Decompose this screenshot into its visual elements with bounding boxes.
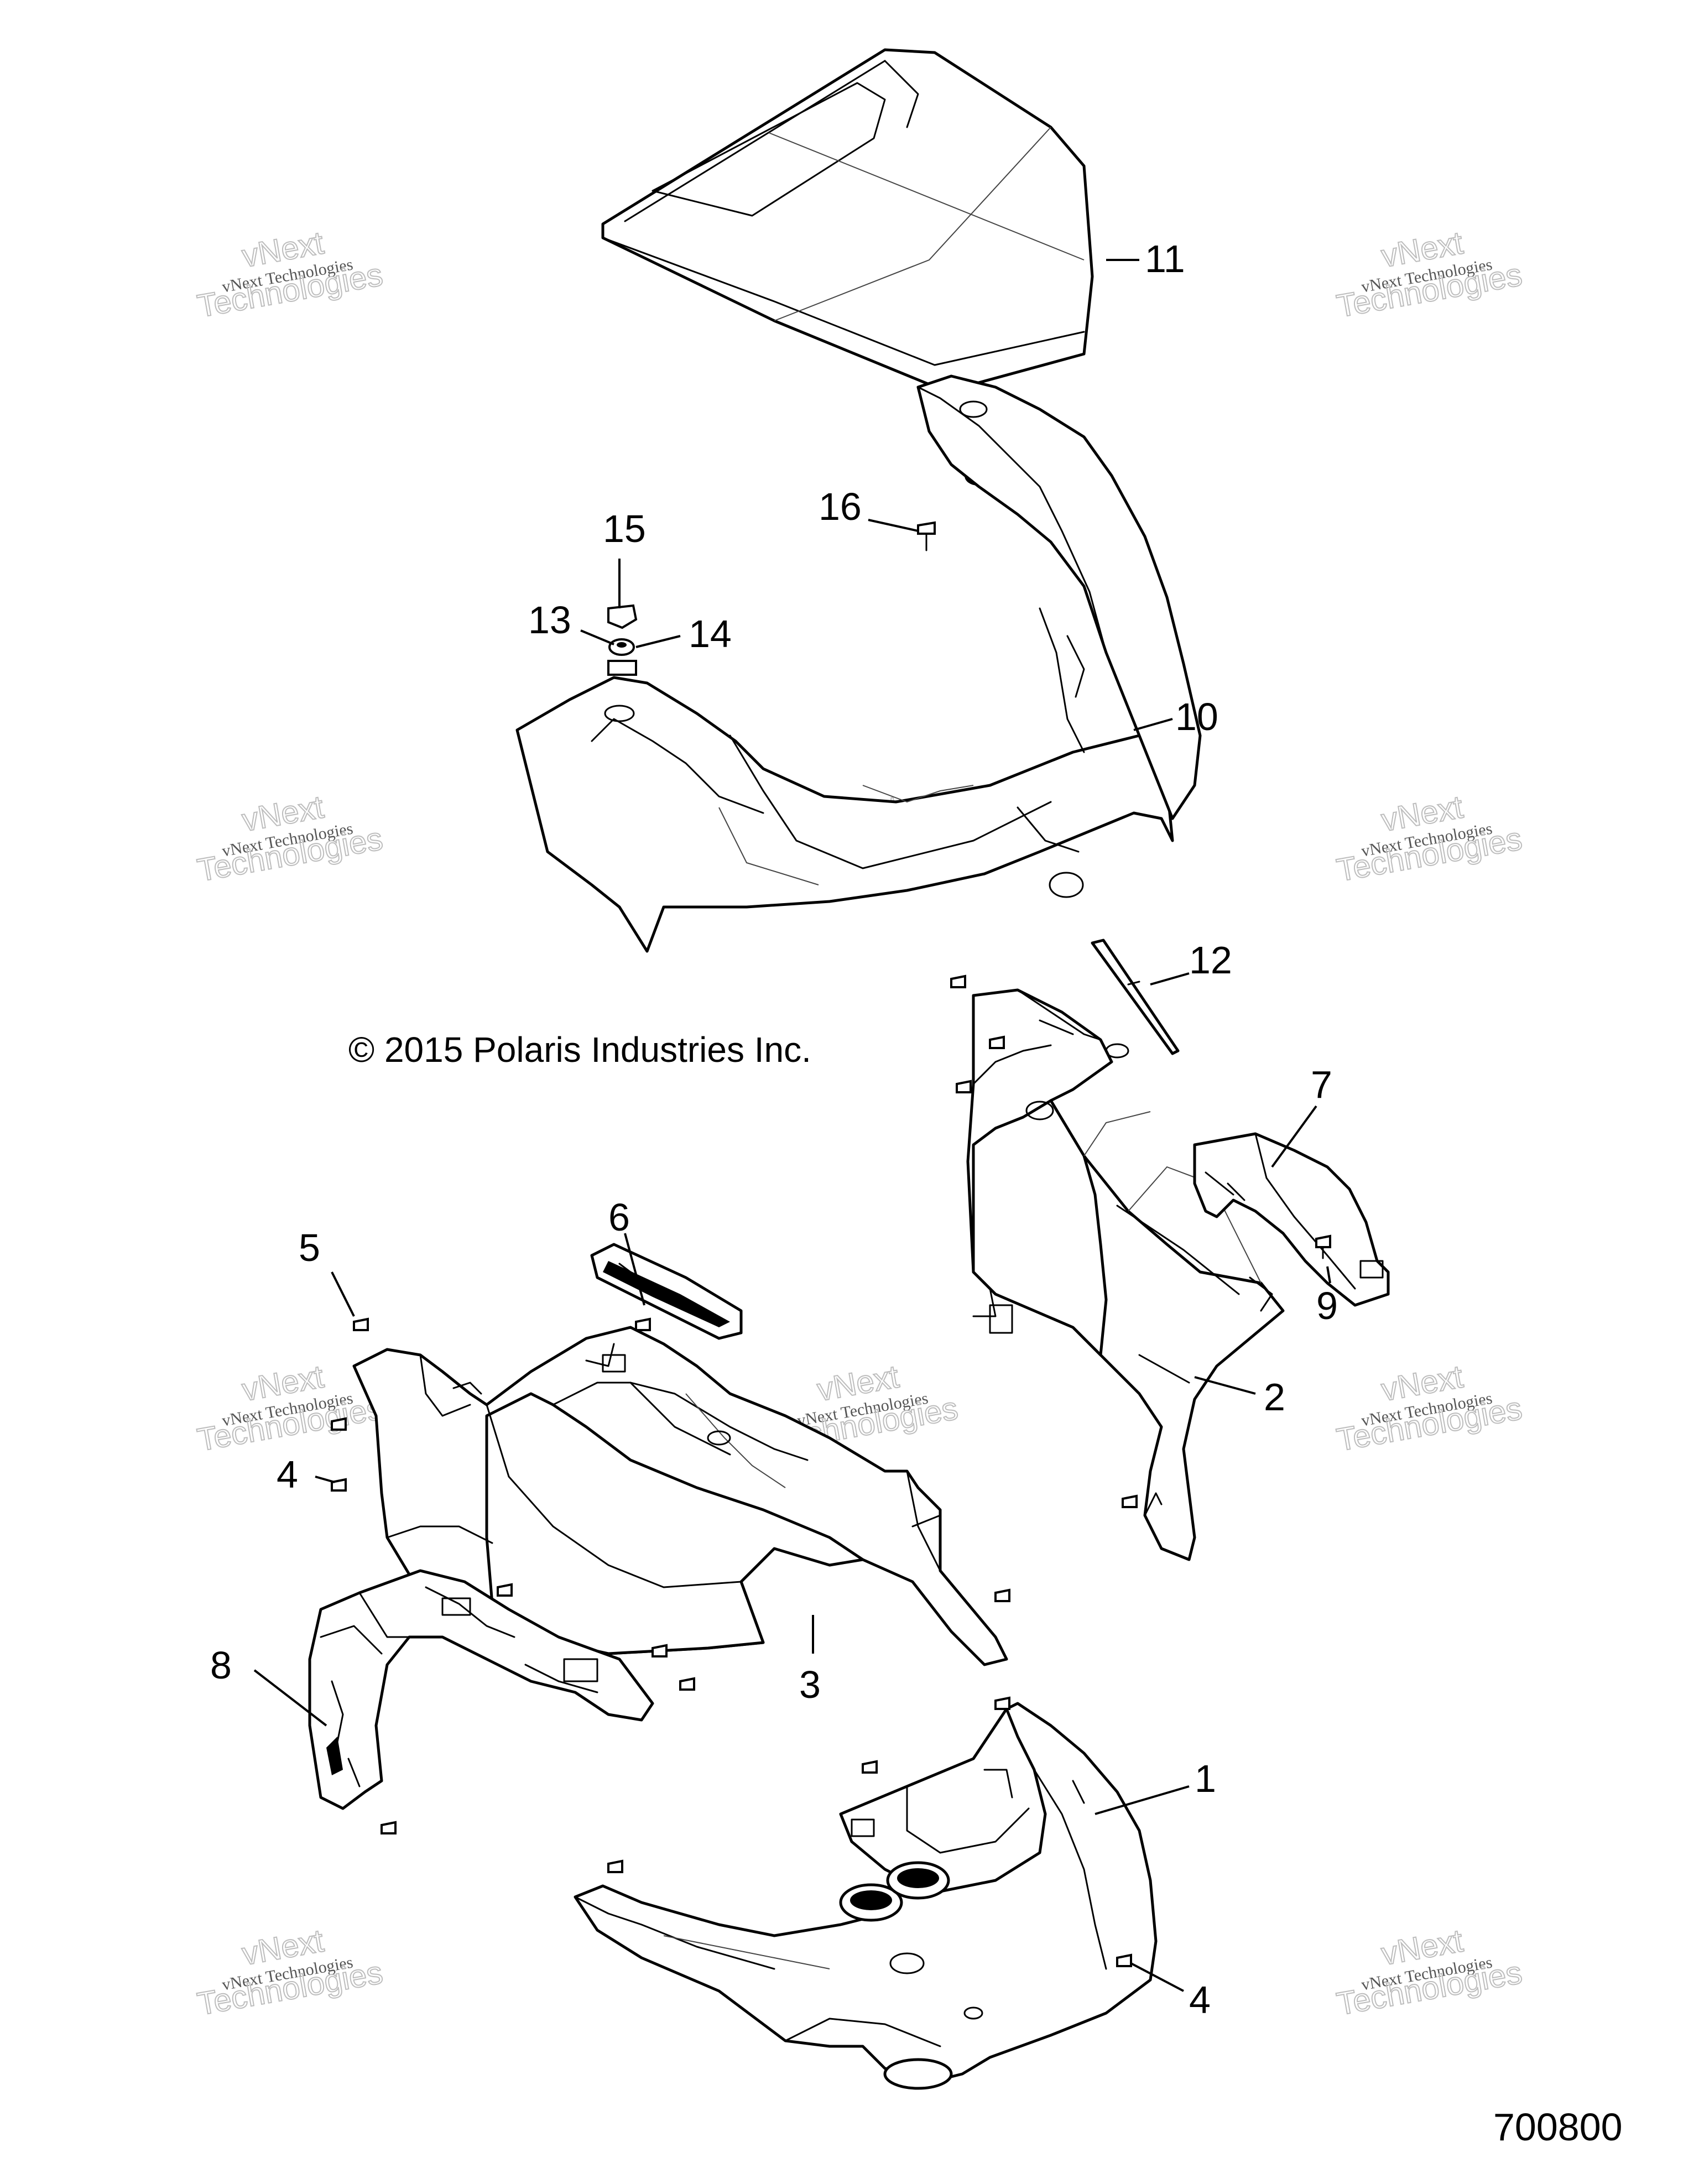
part-bracket-strip <box>1091 939 1180 1055</box>
part-floor-console <box>574 1702 1158 2090</box>
watermark: vNext vNext Technologies Technologies <box>1333 788 1525 889</box>
floor-fasteners <box>607 1696 1132 1967</box>
watermark: vNext vNext Technologies Technologies <box>194 788 386 889</box>
callout-11: 11 <box>1145 237 1185 280</box>
watermark: vNext vNext Technologies Technologies <box>194 224 386 325</box>
dash-fasteners <box>950 974 1138 1508</box>
part-side-bracket <box>1193 1132 1390 1307</box>
callout-5: 5 <box>299 1226 320 1269</box>
callout-8: 8 <box>210 1644 232 1687</box>
callout-16: 16 <box>819 485 862 528</box>
callout-15: 15 <box>603 507 646 550</box>
part-dash-panel <box>966 988 1285 1561</box>
callout-1: 1 <box>1195 1757 1216 1800</box>
diagram-id: 700800 <box>1493 2105 1623 2149</box>
callouts: 11 10 16 15 13 14 12 7 9 2 6 5 4 3 8 1 4 <box>210 237 1338 2021</box>
callout-4a: 4 <box>277 1453 298 1496</box>
part-left-fender <box>308 1569 654 1810</box>
callout-3: 3 <box>799 1663 821 1706</box>
callout-12: 12 <box>1189 939 1232 982</box>
watermark: vNext vNext Technologies Technologies <box>1333 1358 1525 1458</box>
callout-4b: 4 <box>1189 1978 1211 2021</box>
fender-fastener <box>381 1821 397 1834</box>
part-clip <box>1315 1234 1331 1259</box>
leader-lines <box>253 259 1331 1992</box>
copyright-notice: © 2015 Polaris Industries Inc. <box>348 1030 811 1070</box>
part-front-frame <box>515 374 1202 953</box>
watermark: vNext vNext Technologies Technologies <box>1333 224 1525 325</box>
body-fasteners <box>331 1317 1010 1691</box>
callout-2: 2 <box>1264 1375 1285 1419</box>
part-hood <box>601 48 1094 389</box>
frame-fasteners <box>607 521 936 676</box>
callout-9: 9 <box>1316 1284 1338 1327</box>
watermark: vNext vNext Technologies Technologies <box>1333 1922 1525 2023</box>
callout-14: 14 <box>689 612 732 655</box>
callout-13: 13 <box>528 598 571 642</box>
callout-10: 10 <box>1175 695 1218 738</box>
watermark: vNext vNext Technologies Technologies <box>194 1922 386 2023</box>
callout-6: 6 <box>608 1196 630 1239</box>
part-grille <box>590 1243 743 1340</box>
callout-7: 7 <box>1311 1063 1332 1106</box>
